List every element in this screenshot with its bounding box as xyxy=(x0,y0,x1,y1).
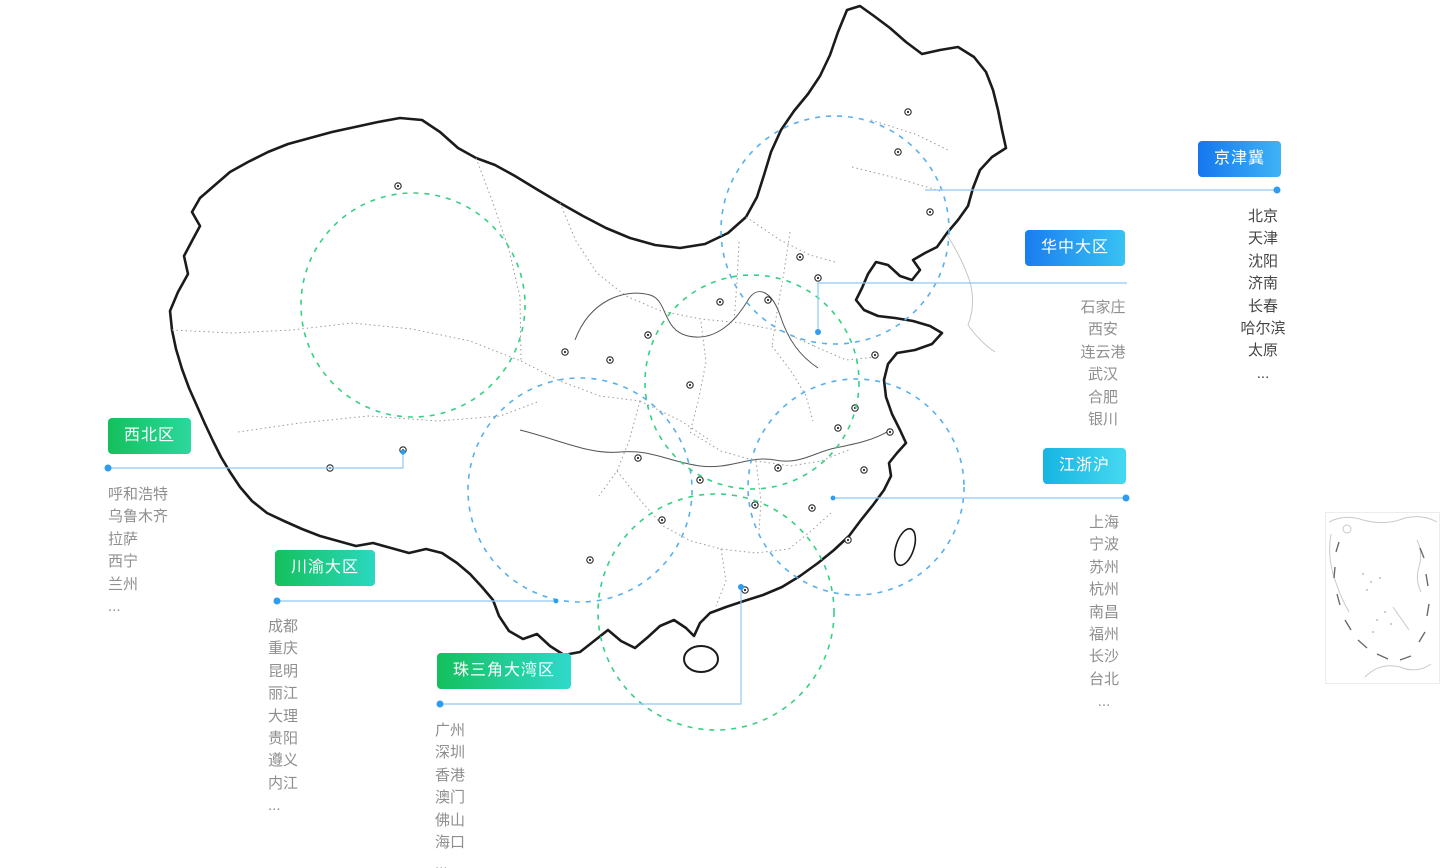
city-item: 香港 xyxy=(435,766,466,784)
region-circle-zhusanjiao xyxy=(597,493,835,731)
city-item: 贵阳 xyxy=(268,730,299,748)
korea-coast xyxy=(946,234,996,353)
city-item: 北京 xyxy=(1247,208,1278,225)
city-item: 佛山 xyxy=(435,811,466,829)
city-item: 苏州 xyxy=(1088,558,1119,576)
south-china-sea-inset xyxy=(1325,512,1440,684)
region-label-chuanyu[interactable]: 川渝大区 xyxy=(275,550,376,586)
city-item: 太原 xyxy=(1247,342,1278,360)
city-item: ... xyxy=(108,598,121,616)
taiwan-island xyxy=(893,527,917,567)
connector-xibei xyxy=(108,452,404,469)
region-label-jiangzhehu[interactable]: 江浙沪 xyxy=(1043,448,1127,484)
city-item: 宁波 xyxy=(1088,536,1119,554)
connectors xyxy=(104,186,1281,708)
connector-dot xyxy=(104,464,112,472)
connector-huazhong xyxy=(817,282,1127,332)
connector-zhusanjiao xyxy=(440,587,742,705)
connector-dot xyxy=(738,584,744,590)
region-circle-chuanyu xyxy=(467,377,693,603)
city-item: 合肥 xyxy=(1087,388,1118,406)
city-item: ... xyxy=(1097,693,1111,711)
city-item: 台北 xyxy=(1088,670,1119,688)
region-circle-huazhong xyxy=(644,274,860,490)
city-list-zhusanjiao: 广州深圳香港澳门佛山海口... xyxy=(435,720,545,868)
connector-dot xyxy=(400,449,406,455)
city-item: 沈阳 xyxy=(1247,252,1278,270)
connector-dot xyxy=(830,495,836,501)
nine-dash-line xyxy=(1333,541,1430,661)
city-item: 济南 xyxy=(1247,275,1278,293)
city-item: 上海 xyxy=(1088,514,1119,531)
city-item: 遵义 xyxy=(268,752,299,770)
inset-coastlines xyxy=(1328,516,1438,678)
city-item: 福州 xyxy=(1088,626,1119,644)
city-item: 长沙 xyxy=(1088,648,1119,666)
city-item: 海口 xyxy=(435,834,466,852)
china-outline xyxy=(168,4,1008,657)
city-item: 西宁 xyxy=(108,553,139,571)
city-list-jiangzhehu: 上海宁波苏州杭州南昌福州长沙台北... xyxy=(1048,512,1160,714)
connector-dot xyxy=(273,597,281,605)
region-circle-jiangzhehu xyxy=(747,378,965,596)
city-item: 广州 xyxy=(435,722,466,739)
city-item: 深圳 xyxy=(435,744,466,762)
region-circle-jingjinji xyxy=(720,115,950,345)
city-item: ... xyxy=(268,797,281,815)
city-item: 重庆 xyxy=(268,640,299,658)
city-item: 澳门 xyxy=(435,789,466,807)
province-borders xyxy=(171,119,949,607)
region-label-xibei[interactable]: 西北区 xyxy=(108,418,192,454)
region-circle-xibei xyxy=(300,192,526,418)
connector-dot xyxy=(815,329,821,335)
rivers xyxy=(519,291,891,468)
city-item: 石家庄 xyxy=(1080,299,1126,316)
city-item: 成都 xyxy=(268,618,299,635)
region-label-huazhong[interactable]: 华中大区 xyxy=(1025,230,1126,266)
region-label-jingjinji[interactable]: 京津冀 xyxy=(1198,141,1282,177)
city-item: 大理 xyxy=(268,707,299,725)
city-item: 连云港 xyxy=(1080,343,1126,361)
connector-dot xyxy=(436,700,444,708)
city-list-huazhong: 石家庄西安连云港武汉合肥银川 xyxy=(1045,297,1161,431)
city-item: 长春 xyxy=(1247,297,1278,315)
city-item: 杭州 xyxy=(1088,581,1119,599)
city-item: 拉萨 xyxy=(108,530,139,548)
city-item: 银川 xyxy=(1087,411,1118,429)
city-item: 呼和浩特 xyxy=(108,486,169,503)
city-item: 内江 xyxy=(268,774,299,792)
region-label-zhusanjiao[interactable]: 珠三角大湾区 xyxy=(437,653,572,689)
connector-dot xyxy=(553,598,559,604)
city-list-xibei: 呼和浩特乌鲁木齐拉萨西宁兰州... xyxy=(108,484,238,618)
city-item: 哈尔滨 xyxy=(1240,320,1286,338)
hainan-island xyxy=(683,645,719,673)
city-item: 昆明 xyxy=(268,662,299,680)
connector-dot xyxy=(1122,494,1130,502)
city-item: 武汉 xyxy=(1087,366,1118,384)
city-item: ... xyxy=(1256,364,1270,382)
city-item: 西安 xyxy=(1087,321,1118,339)
connector-dot xyxy=(1273,186,1281,194)
city-item: 南昌 xyxy=(1088,603,1119,621)
city-item: 丽江 xyxy=(268,685,299,703)
city-list-jingjinji: 北京天津沈阳济南长春哈尔滨太原... xyxy=(1205,206,1321,385)
city-item: 乌鲁木齐 xyxy=(108,508,169,526)
region-circles xyxy=(300,115,965,731)
city-list-chuanyu: 成都重庆昆明丽江大理贵阳遵义内江... xyxy=(268,616,378,818)
city-item: ... xyxy=(435,856,448,868)
city-item: 兰州 xyxy=(108,575,139,593)
city-item: 天津 xyxy=(1247,230,1278,248)
